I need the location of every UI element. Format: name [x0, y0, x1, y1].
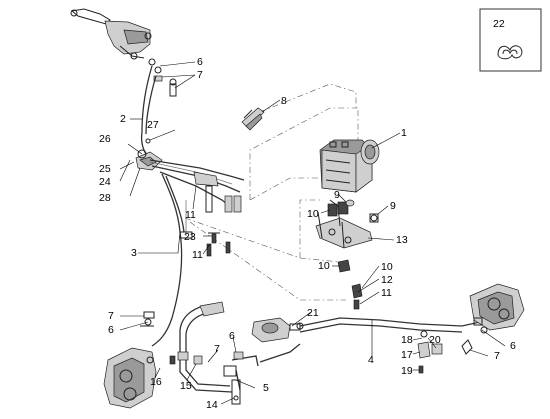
callout-6-right: 6 — [510, 340, 516, 352]
abs-control-unit — [319, 139, 380, 193]
callout-27: 27 — [147, 119, 159, 131]
callout-15: 15 — [180, 380, 192, 392]
front-junction-block — [135, 138, 245, 213]
callout-24: 24 — [99, 176, 111, 188]
callout-19: 19 — [401, 365, 413, 377]
callout-20: 20 — [429, 334, 441, 346]
front-brake-caliper — [103, 347, 157, 409]
callout-4: 4 — [368, 354, 374, 366]
callout-10-mid: 10 — [318, 260, 330, 272]
callout-labels: 1 2 3 4 5 6 7 8 9 9 10 13 10 10 12 11 11… — [99, 56, 516, 411]
rear-brake-caliper — [469, 283, 525, 334]
callout-22: 22 — [493, 18, 505, 30]
rear-master-cylinder — [179, 301, 304, 393]
callout-26: 26 — [99, 133, 111, 145]
callout-9-right: 9 — [390, 200, 396, 212]
callout-10-right: 10 — [381, 261, 393, 273]
hose-clip-icon — [497, 45, 523, 60]
leader-lines — [119, 61, 506, 405]
callout-28: 28 — [99, 192, 111, 204]
callout-10-top: 10 — [307, 208, 319, 220]
callout-21: 21 — [307, 307, 319, 319]
callout-25: 25 — [99, 163, 111, 175]
callout-7-left: 7 — [108, 310, 114, 322]
callout-8: 8 — [281, 95, 287, 107]
callout-6-left: 6 — [108, 324, 114, 336]
callout-5: 5 — [263, 382, 269, 394]
callout-9-left: 9 — [334, 189, 340, 201]
front-master-cylinder — [70, 8, 152, 60]
front-brake-hoses — [140, 65, 187, 347]
rear-fittings — [140, 311, 244, 405]
callout-1: 1 — [401, 127, 407, 139]
callout-7-mid: 7 — [214, 343, 220, 355]
callout-6-mid: 6 — [229, 330, 235, 342]
callout-11-lower: 11 — [192, 249, 203, 261]
callout-11-upper: 11 — [185, 209, 196, 221]
rear-brake-hose — [259, 317, 481, 363]
callout-2: 2 — [120, 113, 126, 125]
abs-mounting-parts — [327, 199, 379, 310]
callout-23: 23 — [184, 231, 196, 243]
construction-lines — [184, 83, 359, 301]
inset-box-22: 22 — [479, 8, 542, 72]
bolts-front-bracket — [179, 231, 231, 257]
callout-18: 18 — [401, 334, 413, 346]
abs-bracket-13 — [315, 199, 373, 249]
callout-14: 14 — [206, 399, 218, 411]
callout-6-top: 6 — [197, 56, 203, 68]
callout-13: 13 — [396, 234, 408, 246]
callout-17: 17 — [401, 349, 413, 361]
callout-3: 3 — [131, 247, 137, 259]
sensor-fittings — [417, 330, 473, 374]
banjo-fittings-top — [148, 58, 177, 97]
callout-16: 16 — [150, 376, 162, 388]
callout-12: 12 — [381, 274, 393, 286]
callout-7-top: 7 — [197, 69, 203, 81]
callout-7-right: 7 — [494, 350, 500, 362]
callout-11-right: 11 — [381, 287, 392, 299]
pipe-clip-8 — [241, 107, 265, 131]
